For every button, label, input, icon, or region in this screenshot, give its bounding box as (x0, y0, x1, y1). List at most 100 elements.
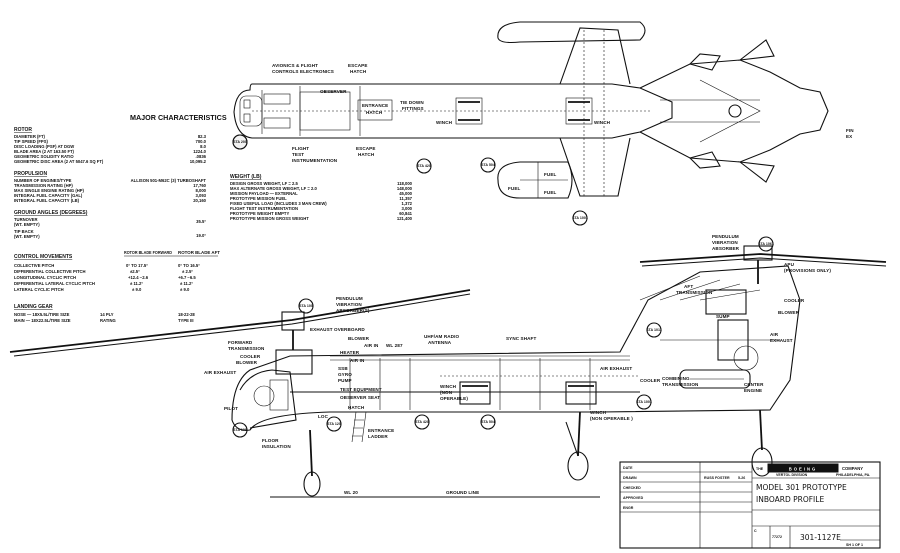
propulsion-row-label: INTEGRAL FUEL CAPACITY (GAL) (14, 193, 83, 198)
weight-row-value: 118,000 (397, 181, 413, 186)
plan-cockpit (239, 95, 263, 127)
label-winch-left-3: OPERABLE) (440, 396, 468, 401)
rotor-row-label: BLADE AREA (2 AT 163.50 FT) (14, 149, 75, 154)
label-ground-line: GROUND LINE (446, 490, 479, 495)
weight-row-label: MISSION PAYLOAD — EXTERNAL (230, 191, 298, 196)
propulsion-header: PROPULSION (14, 171, 47, 177)
profile-cockpit (239, 369, 297, 429)
svg-text:STA 100: STA 100 (233, 428, 247, 432)
weight-row-label: PROTOTYPE WEIGHT EMPTY (230, 211, 289, 216)
propulsion-row-value: 3,093 (196, 193, 207, 198)
label-winch-left: WINCH (436, 120, 453, 125)
aft-rotor-blade (639, 253, 887, 263)
characteristics-title: MAJOR CHARACTERISTICS (130, 113, 227, 122)
profile-station-1011: STA 1011 (646, 322, 662, 338)
label-loc: LOC (318, 414, 329, 419)
profile-winch-left (459, 381, 491, 405)
plan-station-1001: STA 1001 (572, 210, 588, 226)
tb-row-engr: ENGR (623, 506, 634, 510)
control-row-fwd: ± 11.2° (130, 281, 143, 286)
control-col-aft: ROTOR BLADE AFT (178, 250, 220, 255)
rotor-row-value: 82.3 (198, 134, 207, 139)
control-row-label: LATERAL CYCLIC PITCH (14, 287, 64, 292)
profile-entrance-ladder (351, 411, 367, 443)
tb-row-checked: CHECKED (623, 486, 641, 490)
label-sync-shaft: SYNC SHAFT (506, 336, 536, 341)
label-exhaust-overboard: EXHAUST OVERBOARD (310, 327, 365, 332)
label-pendulum-left-3: ABSORBER(S) (336, 308, 370, 313)
label-winch-right: WINCH (594, 120, 611, 125)
tb-drawn-date: 5-26 (738, 476, 745, 480)
tb-row-date: DATE (623, 466, 633, 470)
propulsion-row-label: NUMBER OF ENGINES/TYPE (14, 178, 72, 183)
plan-avionics-rack (263, 93, 291, 105)
landing-row-label: MAIN — 18X22.5L/TIRE SIZE (14, 318, 71, 323)
tb-row-drawn: DRAWN (623, 476, 637, 480)
weight-row-value: 60,841 (399, 211, 412, 216)
label-pendulum-left: PENDULUM (336, 296, 363, 301)
svg-text:STA 420: STA 420 (417, 164, 431, 168)
landing-gear-table: LANDING GEAR NOSE — 18X5.5L/TIRE SIZE 14… (14, 304, 195, 323)
profile-main-gear (565, 411, 589, 481)
label-fuel-pump: PUMP (338, 378, 352, 383)
tb-sheet: SH 1 OF 1 (846, 543, 863, 547)
landing-row-spec: TYPE III (178, 318, 194, 323)
plan-fuel-pod-lower (497, 161, 573, 199)
label-sump: SUMP (716, 314, 730, 319)
label-test-equipment: TEST EQUIPMENT (340, 387, 382, 392)
profile-view: GROUND LINE WL 20 PENDULUM VIBRATION ABS… (9, 234, 887, 498)
control-row-aft: ± 11.2° (180, 281, 193, 286)
control-row-fwd: 0° TO 17.5° (126, 263, 148, 268)
tb-size: C (754, 529, 757, 533)
label-combining: COMBINING (662, 376, 690, 381)
svg-text:STA 504: STA 504 (481, 163, 495, 167)
control-header: CONTROL MOVEMENTS (14, 254, 73, 260)
forward-rotor-blade (9, 289, 471, 353)
weight-row-value: 148,000 (397, 186, 413, 191)
plan-winch-right (565, 97, 593, 125)
landing-row-ply: RATING (100, 318, 116, 323)
svg-text:STA 420: STA 420 (415, 420, 429, 424)
plan-winch-left (455, 97, 483, 125)
weight-row-value: 1,372 (402, 201, 413, 206)
tb-company-suffix: COMPANY (842, 466, 863, 471)
label-escape-hatch-top-2: HATCH (350, 69, 367, 74)
plan-observer-area (299, 91, 351, 131)
rotor-row-value: 1224.0 (193, 149, 206, 154)
control-row-label: DIFFERENTIAL COLLECTIVE PITCH (14, 269, 86, 274)
ground-angle-label: TURNOVER (14, 217, 38, 222)
control-row-aft: +6.7 −6.5 (178, 275, 196, 280)
label-ssb: SSB (338, 366, 348, 371)
label-blower-right: BLOWER (778, 310, 800, 315)
plan-station-200: STA 200 (232, 134, 248, 150)
label-gyro: GYRO (338, 372, 352, 377)
label-fuel-1: FUEL (508, 186, 520, 191)
profile-station-420: STA 420 (414, 414, 430, 430)
tb-city: PHILADELPHIA, PA. (836, 473, 870, 477)
plan-engine-nacelles (688, 53, 721, 169)
propulsion-row-label: MAX SINGLE ENGINE RATING (HP) (14, 188, 85, 193)
svg-text:STA 120: STA 120 (327, 422, 341, 426)
profile-nose-gear (303, 429, 321, 497)
ground-angle-label: TIP BACK (14, 229, 34, 234)
forward-rotor-head (275, 311, 313, 375)
control-col-forward: ROTOR BLADE FORWARD (124, 250, 172, 255)
weight-row-label: PROTOTYPE MISSION GROSS WEIGHT (230, 216, 309, 221)
plan-fuel-pod-upper (497, 21, 646, 44)
plan-drive-shafts (660, 79, 761, 143)
control-row-fwd: +12.4 −2.6 (128, 275, 149, 280)
boeing-logo-bar (767, 463, 839, 473)
profile-center-engine (679, 369, 751, 389)
characteristics-panel: MAJOR CHARACTERISTICS ROTOR DIAMETER (FT… (14, 113, 413, 323)
plan-fuselage-outline (233, 83, 673, 139)
label-uhf-radio: UHF/AM RADIO (424, 334, 459, 339)
label-combining-2: TRANSMISSION (662, 382, 699, 387)
control-row-aft: ± 9.0 (180, 287, 190, 292)
label-winch-left: WINCH (440, 384, 457, 389)
weight-row-label: FIXED USEFUL LOAD (INCLUDES 3 MAN CREW) (230, 201, 327, 206)
ground-angles-table: GROUND ANGLES (DEGREES) TURNOVER 35.5° (… (14, 210, 206, 239)
control-row-label: COLLECTIVE PITCH (14, 263, 54, 268)
title-block-frame (619, 461, 881, 549)
label-fin: FIN (846, 128, 854, 133)
label-escape-hatch-bottom: ESCAPE (356, 146, 376, 151)
